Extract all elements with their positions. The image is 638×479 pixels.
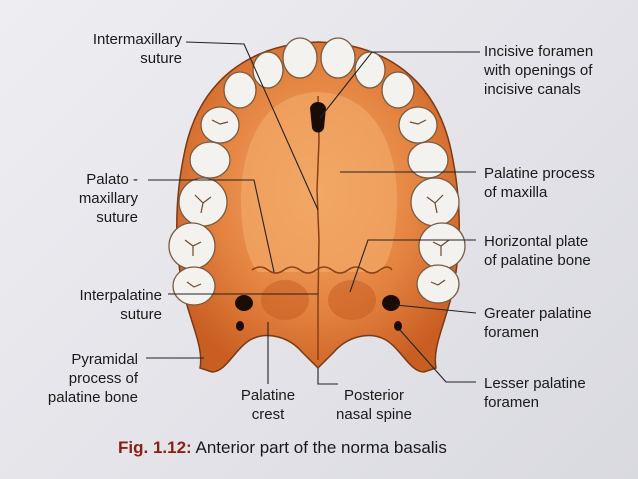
label-incisive-foramen: Incisive foramen with openings of incisi… [484,43,594,98]
tooth [223,71,257,109]
leader-lesser-palatine [399,329,476,383]
tooth [354,51,386,89]
leader-palatomaxillary [148,179,275,273]
figure-caption-text: Anterior part of the norma basalis [195,438,447,457]
leader-horizontal-plate [349,239,476,293]
incisive-foramen [310,102,326,133]
tooth [178,177,228,227]
label-palato-maxillary-suture: Palato - maxillary suture [78,171,138,226]
horizontal-plate-left [261,280,309,320]
label-interpalatine-suture: Interpalatine suture [79,287,162,323]
label-pyramidal-process: Pyramidal process of palatine bone [47,351,138,406]
label-palatine-process: Palatine process of maxilla [484,165,595,201]
greater-palatine-foramen-right [382,295,400,311]
tooth [200,106,240,144]
tooth [320,37,356,79]
tooth [282,37,318,79]
molar-fissures [184,119,450,288]
leader-incisive [319,51,480,119]
intermaxillary-suture-line [316,95,320,360]
label-horizontal-plate: Horizontal plate of palatine bone [484,233,591,269]
label-intermaxillary-suture: Intermaxillary suture [92,31,182,67]
tooth [407,141,449,179]
tooth [172,266,216,306]
label-lesser-palatine-foramen: Lesser palatine foramen [484,375,586,411]
greater-palatine-foramen-left [235,295,253,311]
leader-posterior-nasal-spine [317,368,338,385]
lesser-palatine-foramen-right [394,321,402,331]
tooth [416,264,460,304]
tooth [381,71,415,109]
label-posterior-nasal-spine: Posterior nasal spine [336,387,412,423]
figure-number: Fig. 1.12: [118,438,192,457]
lesser-palatine-foramen-left [236,321,244,331]
horizontal-plate-right [328,280,376,320]
tooth [410,177,460,227]
leader-lines [146,41,480,385]
palatomaxillary-suture-line [251,266,393,274]
teeth [168,37,466,306]
label-greater-palatine-foramen: Greater palatine foramen [484,305,592,341]
tooth [189,141,231,179]
palatine-vault [240,92,398,272]
leader-greater-palatine [395,304,477,314]
figure-caption: Fig. 1.12: Anterior part of the norma ba… [118,438,447,458]
label-palatine-crest: Palatine crest [240,387,296,423]
tooth [398,106,438,144]
leader-intermaxillary [185,41,319,211]
tooth [252,51,284,89]
